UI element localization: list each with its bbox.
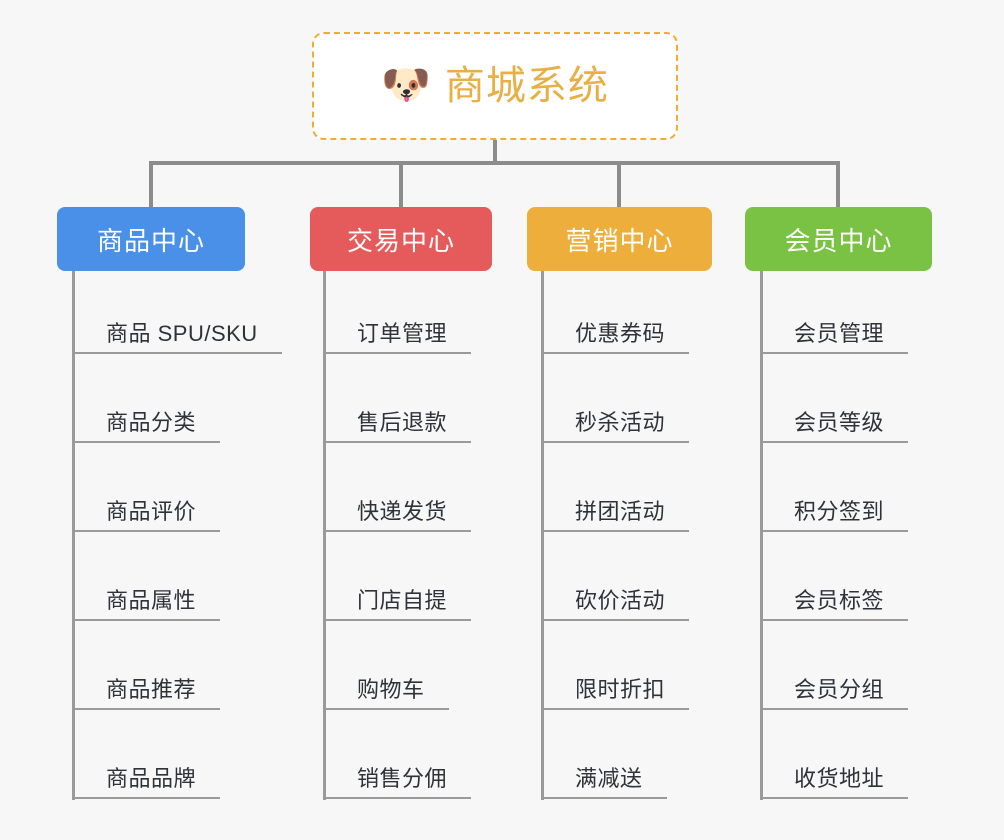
- connector-drop-trade-center: [399, 161, 403, 207]
- category-box-marketing-center[interactable]: 营销中心: [527, 207, 712, 271]
- leaf-item[interactable]: 购物车: [323, 627, 471, 716]
- leaf-item[interactable]: 商品评价: [72, 449, 282, 538]
- leaf-item-label: 满减送: [541, 766, 667, 799]
- leaf-item-label: 秒杀活动: [541, 410, 690, 443]
- leaf-item-label: 拼团活动: [541, 499, 690, 532]
- leaf-item-label: 积分签到: [760, 499, 909, 532]
- leaf-item-label: 会员分组: [760, 677, 909, 710]
- connector-horizontal-bus: [149, 161, 839, 165]
- leaf-item-label: 限时折扣: [541, 677, 690, 710]
- leaf-item[interactable]: 商品分类: [72, 360, 282, 449]
- leaf-item-label: 销售分佣: [323, 766, 472, 799]
- leaf-item[interactable]: 会员分组: [760, 627, 909, 716]
- leaf-item-label: 会员管理: [760, 321, 909, 354]
- connector-root-stem: [493, 140, 497, 163]
- leaf-item[interactable]: 砍价活动: [541, 538, 690, 627]
- leaf-item-label: 砍价活动: [541, 588, 690, 621]
- leaf-item-label: 优惠券码: [541, 321, 690, 354]
- dog-face-icon: 🐶: [381, 63, 431, 107]
- leaf-item-label: 商品属性: [72, 588, 221, 621]
- leaf-item[interactable]: 商品品牌: [72, 716, 282, 805]
- root-title: 商城系统: [444, 64, 609, 108]
- leaf-item[interactable]: 销售分佣: [323, 716, 472, 805]
- leaf-item-label: 门店自提: [323, 588, 472, 621]
- root-node[interactable]: 🐶 商城系统: [312, 32, 678, 140]
- leaf-item[interactable]: 满减送: [541, 716, 689, 805]
- leaf-column-trade-center: 订单管理售后退款快递发货门店自提购物车销售分佣: [323, 271, 472, 805]
- leaf-item-label: 收货地址: [760, 766, 909, 799]
- leaf-item[interactable]: 会员等级: [760, 360, 909, 449]
- leaf-item[interactable]: 积分签到: [760, 449, 909, 538]
- leaf-column-spine: [760, 271, 763, 800]
- category-title: 商品中心: [96, 225, 205, 256]
- leaf-item[interactable]: 会员标签: [760, 538, 909, 627]
- leaf-item-label: 商品 SPU/SKU: [72, 321, 282, 354]
- leaf-column-spine: [72, 271, 75, 800]
- leaf-item-label: 商品品牌: [72, 766, 221, 799]
- category-box-product-center[interactable]: 商品中心: [57, 207, 245, 271]
- category-box-member-center[interactable]: 会员中心: [745, 207, 932, 271]
- connector-drop-member-center: [836, 161, 840, 207]
- leaf-item[interactable]: 限时折扣: [541, 627, 690, 716]
- leaf-item-label: 售后退款: [323, 410, 472, 443]
- leaf-item[interactable]: 快递发货: [323, 449, 472, 538]
- leaf-item[interactable]: 商品属性: [72, 538, 282, 627]
- leaf-item[interactable]: 会员管理: [760, 271, 909, 360]
- category-box-trade-center[interactable]: 交易中心: [310, 207, 492, 271]
- leaf-item[interactable]: 商品 SPU/SKU: [72, 271, 282, 360]
- leaf-item[interactable]: 门店自提: [323, 538, 472, 627]
- leaf-column-spine: [541, 271, 544, 800]
- leaf-item-label: 购物车: [323, 677, 449, 710]
- leaf-column-spine: [323, 271, 326, 800]
- connector-drop-product-center: [149, 161, 153, 207]
- connector-drop-marketing-center: [617, 161, 621, 207]
- leaf-item-label: 会员等级: [760, 410, 909, 443]
- leaf-column-member-center: 会员管理会员等级积分签到会员标签会员分组收货地址: [760, 271, 909, 805]
- leaf-item-label: 商品分类: [72, 410, 221, 443]
- leaf-column-marketing-center: 优惠券码秒杀活动拼团活动砍价活动限时折扣满减送: [541, 271, 690, 805]
- leaf-item[interactable]: 售后退款: [323, 360, 472, 449]
- leaf-item-label: 商品评价: [72, 499, 221, 532]
- leaf-item-label: 商品推荐: [72, 677, 221, 710]
- leaf-item[interactable]: 优惠券码: [541, 271, 690, 360]
- leaf-column-product-center: 商品 SPU/SKU 商品分类商品评价商品属性商品推荐商品品牌: [72, 271, 282, 805]
- category-title: 营销中心: [565, 225, 674, 256]
- leaf-item[interactable]: 订单管理: [323, 271, 472, 360]
- leaf-item[interactable]: 收货地址: [760, 716, 909, 805]
- leaf-item[interactable]: 商品推荐: [72, 627, 282, 716]
- leaf-item[interactable]: 拼团活动: [541, 449, 690, 538]
- leaf-item-label: 订单管理: [323, 321, 472, 354]
- leaf-item[interactable]: 秒杀活动: [541, 360, 690, 449]
- category-title: 交易中心: [346, 225, 455, 256]
- category-title: 会员中心: [784, 225, 893, 256]
- leaf-item-label: 快递发货: [323, 499, 472, 532]
- leaf-item-label: 会员标签: [760, 588, 909, 621]
